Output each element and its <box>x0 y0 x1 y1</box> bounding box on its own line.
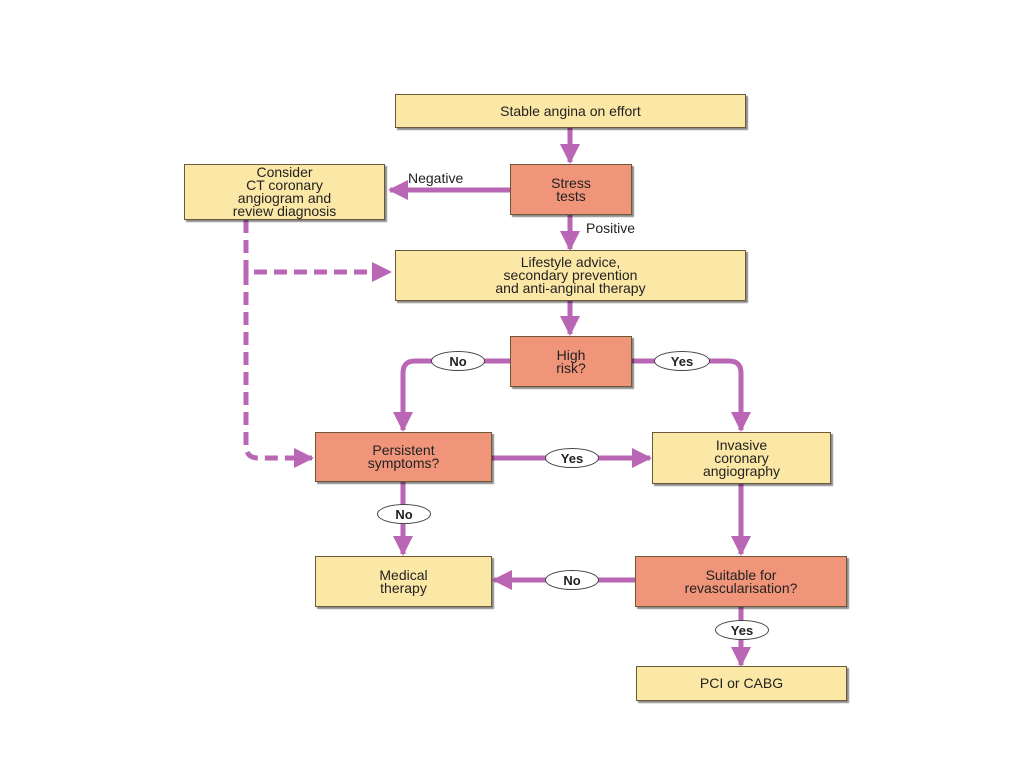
invasive-angiography-box: Invasive coronary angiography <box>652 432 831 484</box>
stress-tests-box: Stress tests <box>510 164 632 215</box>
suitable-revasc-text: Suitable for revascularisation? <box>684 566 798 596</box>
persistent-symptoms-text: Persistent symptoms? <box>367 442 440 471</box>
negative-label: Negative <box>408 170 464 186</box>
suitable-yes-badge: Yes <box>715 620 769 640</box>
high-risk-text: High risk? <box>556 346 586 376</box>
suitable-no-badge: No <box>545 570 599 590</box>
medical-therapy-box: Medical therapy <box>315 556 492 607</box>
pci-cabg-text: PCI or CABG <box>699 675 784 691</box>
persistent-no-badge: No <box>377 504 431 524</box>
consider-ct-text: Consider CT coronary angiogram and revie… <box>232 164 337 219</box>
persistent-yes-badge: Yes <box>545 448 599 468</box>
lifestyle-box: Lifestyle advice, secondary prevention a… <box>395 250 746 301</box>
high-risk-yes-badge: Yes <box>654 351 710 371</box>
lifestyle-text: Lifestyle advice, secondary prevention a… <box>495 254 646 296</box>
dashed-arrow-ct-to-lifestyle <box>243 220 392 282</box>
stable-angina-box: Stable angina on effort <box>395 94 746 128</box>
dashed-arrow-ct-to-persistent <box>243 272 314 468</box>
medical-therapy-text: Medical therapy <box>379 566 428 596</box>
positive-label: Positive <box>586 220 636 236</box>
pci-cabg-box: PCI or CABG <box>636 666 847 701</box>
stress-tests-text: Stress tests <box>551 174 591 204</box>
suitable-revasc-box: Suitable for revascularisation? <box>635 556 847 607</box>
invasive-angiography-text: Invasive coronary angiography <box>702 436 781 479</box>
high-risk-no-badge: No <box>431 351 485 371</box>
stable-angina-text: Stable angina on effort <box>500 102 641 119</box>
arrow-high-risk-yes-to-invasive <box>632 358 751 432</box>
consider-ct-box: Consider CT coronary angiogram and revie… <box>184 164 385 220</box>
arrow-high-risk-no-to-persistent <box>393 358 510 432</box>
persistent-symptoms-box: Persistent symptoms? <box>315 432 492 482</box>
high-risk-box: High risk? <box>510 336 632 387</box>
